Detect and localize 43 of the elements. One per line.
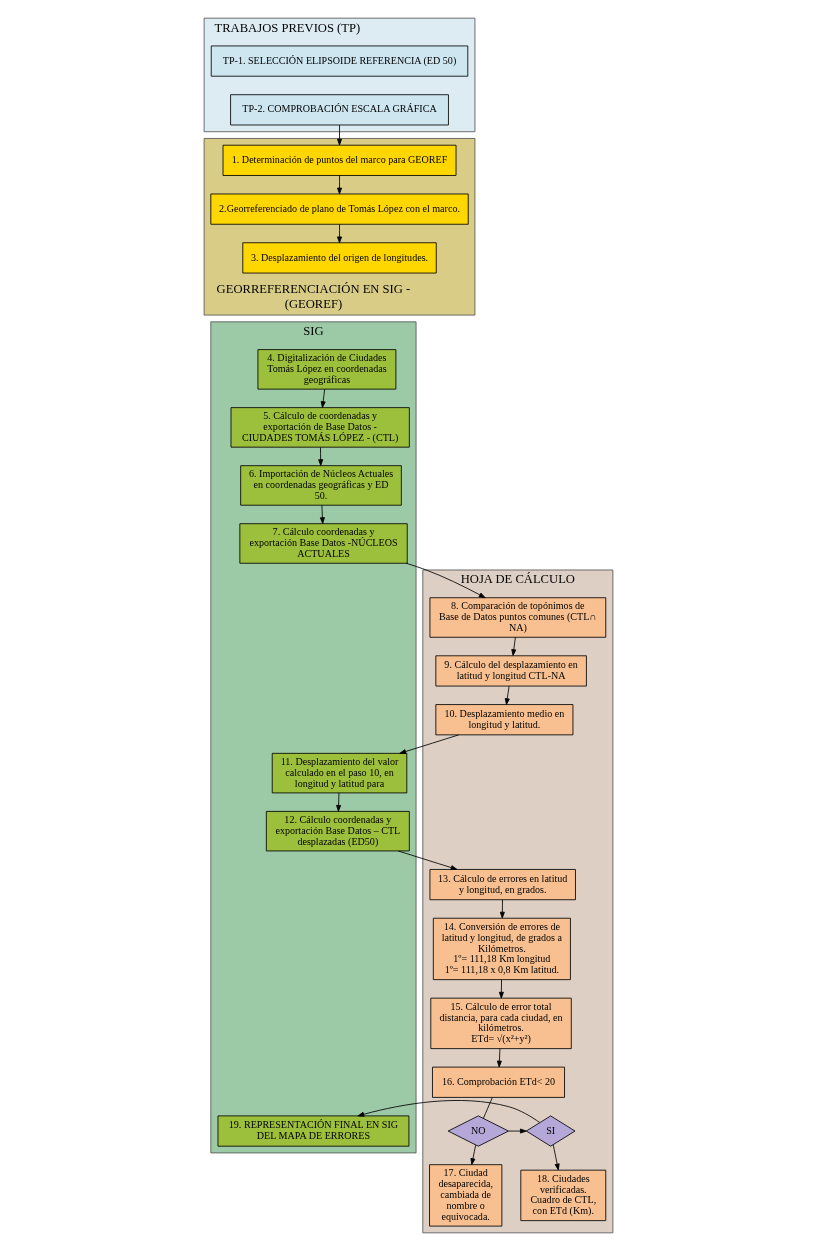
node-box: 7. Cálculo coordenadas y exportación Base Datos -NÚCLEOS ACTUALES	[238, 523, 408, 564]
node-box: 9. Cálculo del desplazamiento en latitud y longitud CTL-NA	[434, 655, 587, 687]
node-box: 13. Cálculo de errores en latitud y longitud, en grados.	[429, 869, 576, 901]
arrow	[336, 124, 342, 146]
node-box: 11. Desplazamiento del valor calculado en el paso 10, en longitud y latitud para	[271, 752, 407, 794]
node-box: 4. Digitalización de Ciudades Tomás López en coordenadas geográficas	[257, 349, 396, 390]
arrow	[504, 685, 510, 705]
node-diamond: SI	[525, 1115, 575, 1147]
arrow	[510, 636, 516, 656]
node-box: 6. Importación de Núcleos Actuales en coordenadas geográficas y ED 50.	[239, 465, 402, 506]
arrow	[498, 979, 504, 999]
arrow	[499, 899, 505, 919]
arrow	[398, 734, 459, 754]
arrow	[552, 1144, 560, 1171]
arrow	[507, 1128, 527, 1134]
arrow	[317, 446, 323, 466]
node-box: 3. Desplazamiento del origen de longitudes.	[241, 242, 437, 274]
arrow	[357, 1100, 540, 1123]
arrow	[397, 850, 457, 870]
node-box: 18. Ciudades verificadas. Cuadro de CTL, con ETd (Km).	[519, 1169, 606, 1222]
node-box: 10. Desplazamiento medio en longitud y latitud.	[434, 704, 573, 736]
node-box: 15. Cálculo de error total distancia, para cada ciudad, en kilómetros. ETd= √(x²+y²)	[429, 997, 572, 1050]
connector	[482, 1097, 493, 1119]
node-box: 12. Cálculo coordenadas y exportación Base Datos – CTL desplazadas (ED50)	[265, 811, 410, 852]
node-box: 16. Comprobación ETd< 20	[431, 1066, 565, 1098]
node-box: 17. Ciudad desaparecida, cambiada de nombre o equivocada.	[428, 1164, 502, 1227]
node-box: 1. Determinación de puntos del marco para GEOREF	[222, 144, 456, 176]
node-diamond: NO	[447, 1115, 509, 1147]
node-box: TP-2. COMPROBACIÓN ESCALA GRÁFICA	[229, 94, 449, 126]
node-box: 5. Cálculo de coordenadas y exportación de Base Datos - CIUDADES TOMÁS LÓPEZ - (CTL)	[230, 407, 410, 448]
arrow	[335, 792, 341, 812]
arrow	[320, 388, 326, 408]
arrow	[336, 175, 342, 195]
arrow	[496, 1048, 502, 1068]
node-box: 2.Georreferenciado de plano de Tomás López con el marco.	[209, 193, 469, 225]
node-box: TP-1. SELECCIÓN ELIPSOIDE REFERENCIA (ED 50)	[210, 45, 468, 77]
node-box: 14. Conversión de errores de latitud y longitud, de grados a Kilómetros. 1º= 111,18 Km longitud 1º= 111,18 x 0,8 Km latitud.	[432, 917, 571, 981]
arrow	[469, 1144, 476, 1165]
arrow	[405, 562, 486, 599]
arrow	[336, 223, 342, 244]
node-box: 19. REPRESENTACIÓN FINAL EN SIG DEL MAPA DE ERRORES	[217, 1115, 409, 1147]
arrow	[319, 504, 325, 524]
node-box: 8. Comparación de topónimos de Base de Datos puntos comunes (CTL∩ NA)	[429, 597, 606, 638]
